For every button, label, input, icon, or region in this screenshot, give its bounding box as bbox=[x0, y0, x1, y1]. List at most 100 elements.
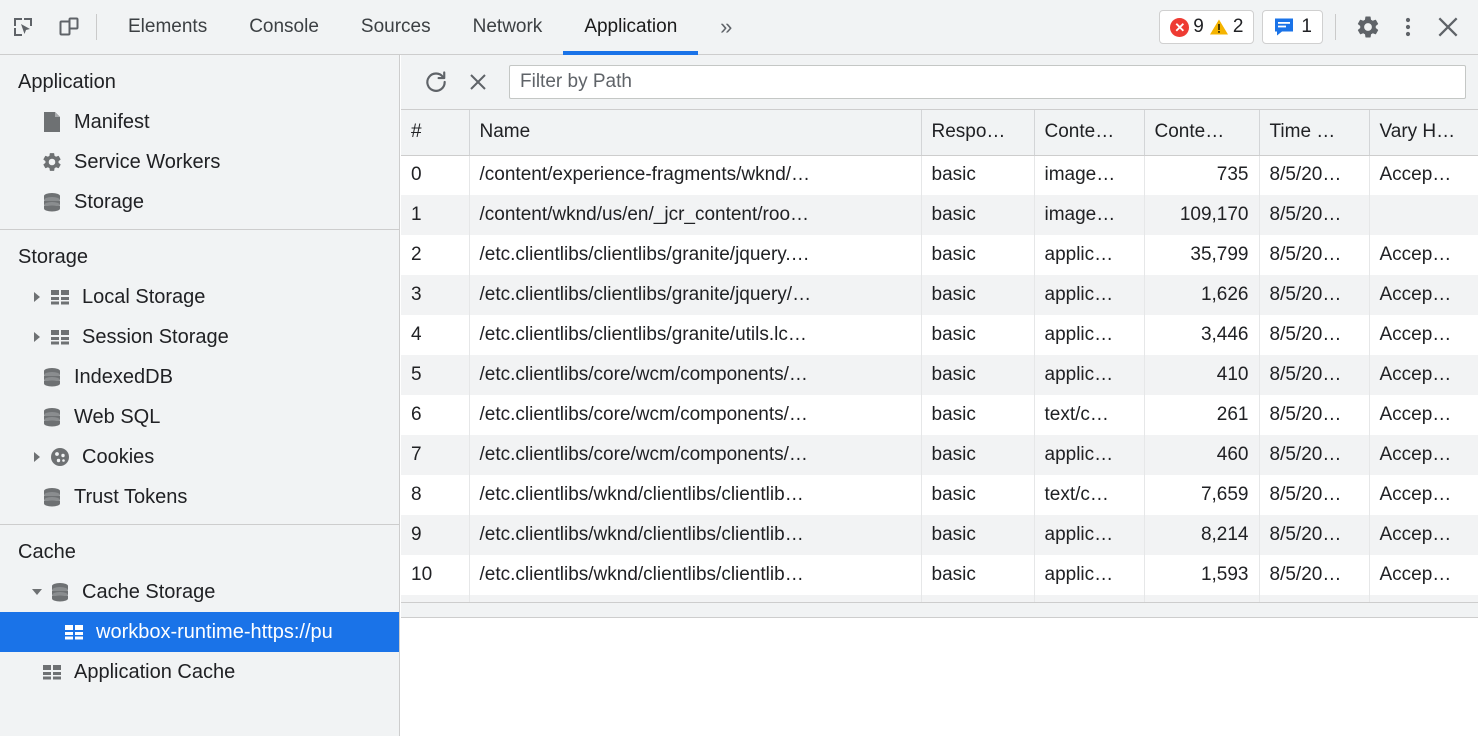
sidebar-item-trust-tokens[interactable]: Trust Tokens bbox=[0, 477, 399, 517]
tab-label: Console bbox=[249, 16, 319, 38]
cell-vary-header: Accep… bbox=[1369, 555, 1478, 595]
tab-sources[interactable]: Sources bbox=[340, 0, 452, 55]
tab-elements[interactable]: Elements bbox=[107, 0, 228, 55]
cell-index: 11 bbox=[401, 595, 469, 603]
sidebar-item-workbox-runtime-cache[interactable]: workbox-runtime-https://pu bbox=[0, 612, 399, 652]
chevron-right-icon[interactable] bbox=[26, 451, 48, 463]
cell-response-type: basic bbox=[921, 275, 1034, 315]
table-row[interactable]: 4 /etc.clientlibs/clientlibs/granite/uti… bbox=[401, 315, 1478, 355]
filter-by-path-input[interactable] bbox=[509, 65, 1466, 99]
tab-label: Application bbox=[584, 16, 677, 38]
cell-content-length: 410 bbox=[1144, 355, 1259, 395]
table-row[interactable]: 6 /etc.clientlibs/core/wcm/components/… … bbox=[401, 395, 1478, 435]
more-tabs-icon[interactable]: » bbox=[698, 0, 754, 55]
chevron-down-icon[interactable] bbox=[26, 586, 48, 598]
table-row[interactable]: 7 /etc.clientlibs/core/wcm/components/… … bbox=[401, 435, 1478, 475]
table-body: 0 /content/experience-fragments/wknd/… b… bbox=[401, 155, 1478, 603]
cookie-icon bbox=[48, 445, 72, 469]
table-icon bbox=[62, 620, 86, 644]
gear-icon[interactable] bbox=[1348, 0, 1388, 55]
error-counter[interactable]: ✕ 9 bbox=[1170, 16, 1204, 38]
chevron-right-icon[interactable] bbox=[26, 291, 48, 303]
gear-icon bbox=[40, 150, 64, 174]
cell-index: 7 bbox=[401, 435, 469, 475]
tab-label: Sources bbox=[361, 16, 431, 38]
cache-entries-table: # Name Respo… Conte… Conte… Time … Vary … bbox=[401, 110, 1478, 603]
chevron-right-icon[interactable] bbox=[26, 331, 48, 343]
issues-counter-group[interactable]: ✕ 9 2 bbox=[1159, 10, 1254, 44]
sidebar-item-label: Service Workers bbox=[74, 151, 220, 174]
sidebar-item-cookies[interactable]: Cookies bbox=[0, 437, 399, 477]
column-header-name[interactable]: Name bbox=[469, 110, 921, 155]
sidebar-item-application-cache[interactable]: Application Cache bbox=[0, 652, 399, 692]
cell-vary-header: Accep… bbox=[1369, 155, 1478, 195]
table-row[interactable]: 0 /content/experience-fragments/wknd/… b… bbox=[401, 155, 1478, 195]
column-header-time-cached[interactable]: Time … bbox=[1259, 110, 1369, 155]
kebab-menu-icon[interactable] bbox=[1388, 0, 1428, 55]
error-circle-icon: ✕ bbox=[1170, 18, 1189, 37]
horizontal-scrollbar[interactable] bbox=[401, 603, 1478, 618]
cell-content-length: 35,799 bbox=[1144, 235, 1259, 275]
sidebar-item-storage[interactable]: Storage bbox=[0, 182, 399, 222]
column-header-content-length[interactable]: Conte… bbox=[1144, 110, 1259, 155]
cell-response-type: basic bbox=[921, 315, 1034, 355]
cell-content-length: 109,170 bbox=[1144, 195, 1259, 235]
cell-content-type: image… bbox=[1034, 195, 1144, 235]
database-icon bbox=[40, 405, 64, 429]
cell-index: 1 bbox=[401, 195, 469, 235]
sidebar-section-storage: Storage Local Storage bbox=[0, 230, 399, 517]
cell-name: /content/wknd/us/en/_jcr_content/roo… bbox=[469, 195, 921, 235]
table-row[interactable]: 5 /etc.clientlibs/core/wcm/components/… … bbox=[401, 355, 1478, 395]
table-row[interactable]: 8 /etc.clientlibs/wknd/clientlibs/client… bbox=[401, 475, 1478, 515]
inspect-cursor-icon[interactable] bbox=[0, 0, 46, 55]
cell-time-cached: 8/5/20… bbox=[1259, 555, 1369, 595]
sidebar-item-label: Cache Storage bbox=[82, 581, 215, 604]
column-header-vary-header[interactable]: Vary H… bbox=[1369, 110, 1478, 155]
sidebar-item-label: Web SQL bbox=[74, 406, 160, 429]
refresh-icon[interactable] bbox=[415, 61, 457, 103]
cell-content-length: 0 bbox=[1144, 595, 1259, 603]
messages-counter[interactable]: 1 bbox=[1262, 10, 1323, 44]
cell-response-type: basic bbox=[921, 515, 1034, 555]
table-row[interactable]: 11 /etc.clientlibs/wknd/clientlibs/clien… bbox=[401, 595, 1478, 603]
device-toolbar-icon[interactable] bbox=[46, 0, 92, 55]
table-row[interactable]: 3 /etc.clientlibs/clientlibs/granite/jqu… bbox=[401, 275, 1478, 315]
sidebar-item-web-sql[interactable]: Web SQL bbox=[0, 397, 399, 437]
delete-x-icon[interactable] bbox=[457, 61, 499, 103]
cell-time-cached: 8/5/20… bbox=[1259, 155, 1369, 195]
table-row[interactable]: 9 /etc.clientlibs/wknd/clientlibs/client… bbox=[401, 515, 1478, 555]
sidebar-item-service-workers[interactable]: Service Workers bbox=[0, 142, 399, 182]
table-row[interactable]: 10 /etc.clientlibs/wknd/clientlibs/clien… bbox=[401, 555, 1478, 595]
close-icon[interactable] bbox=[1428, 0, 1468, 55]
application-sidebar[interactable]: Application Manifest Service Workers bbox=[0, 55, 400, 736]
cell-time-cached: 8/5/20… bbox=[1259, 515, 1369, 555]
sidebar-item-manifest[interactable]: Manifest bbox=[0, 102, 399, 142]
sidebar-item-session-storage[interactable]: Session Storage bbox=[0, 317, 399, 357]
cell-name: /etc.clientlibs/clientlibs/granite/jquer… bbox=[469, 235, 921, 275]
cell-name: /etc.clientlibs/core/wcm/components/… bbox=[469, 435, 921, 475]
table-icon bbox=[48, 325, 72, 349]
sidebar-item-label: Local Storage bbox=[82, 286, 205, 309]
sidebar-item-cache-storage[interactable]: Cache Storage bbox=[0, 572, 399, 612]
table-row[interactable]: 1 /content/wknd/us/en/_jcr_content/roo… … bbox=[401, 195, 1478, 235]
sidebar-item-label: Storage bbox=[74, 191, 144, 214]
message-bubble-icon bbox=[1273, 17, 1295, 37]
column-header-response-type[interactable]: Respo… bbox=[921, 110, 1034, 155]
cell-response-type: basic bbox=[921, 475, 1034, 515]
column-header-content-type[interactable]: Conte… bbox=[1034, 110, 1144, 155]
cell-content-length: 261 bbox=[1144, 395, 1259, 435]
column-header-index[interactable]: # bbox=[401, 110, 469, 155]
sidebar-item-indexeddb[interactable]: IndexedDB bbox=[0, 357, 399, 397]
table-row[interactable]: 2 /etc.clientlibs/clientlibs/granite/jqu… bbox=[401, 235, 1478, 275]
cell-time-cached: 8/5/20… bbox=[1259, 595, 1369, 603]
cell-name: /etc.clientlibs/wknd/clientlibs/clientli… bbox=[469, 555, 921, 595]
tab-application[interactable]: Application bbox=[563, 0, 698, 55]
tab-network[interactable]: Network bbox=[452, 0, 564, 55]
warning-counter[interactable]: 2 bbox=[1209, 16, 1244, 38]
cell-name: /etc.clientlibs/core/wcm/components/… bbox=[469, 395, 921, 435]
cell-name: /etc.clientlibs/clientlibs/granite/utils… bbox=[469, 315, 921, 355]
tab-console[interactable]: Console bbox=[228, 0, 340, 55]
warning-count: 2 bbox=[1233, 16, 1244, 38]
sidebar-item-local-storage[interactable]: Local Storage bbox=[0, 277, 399, 317]
